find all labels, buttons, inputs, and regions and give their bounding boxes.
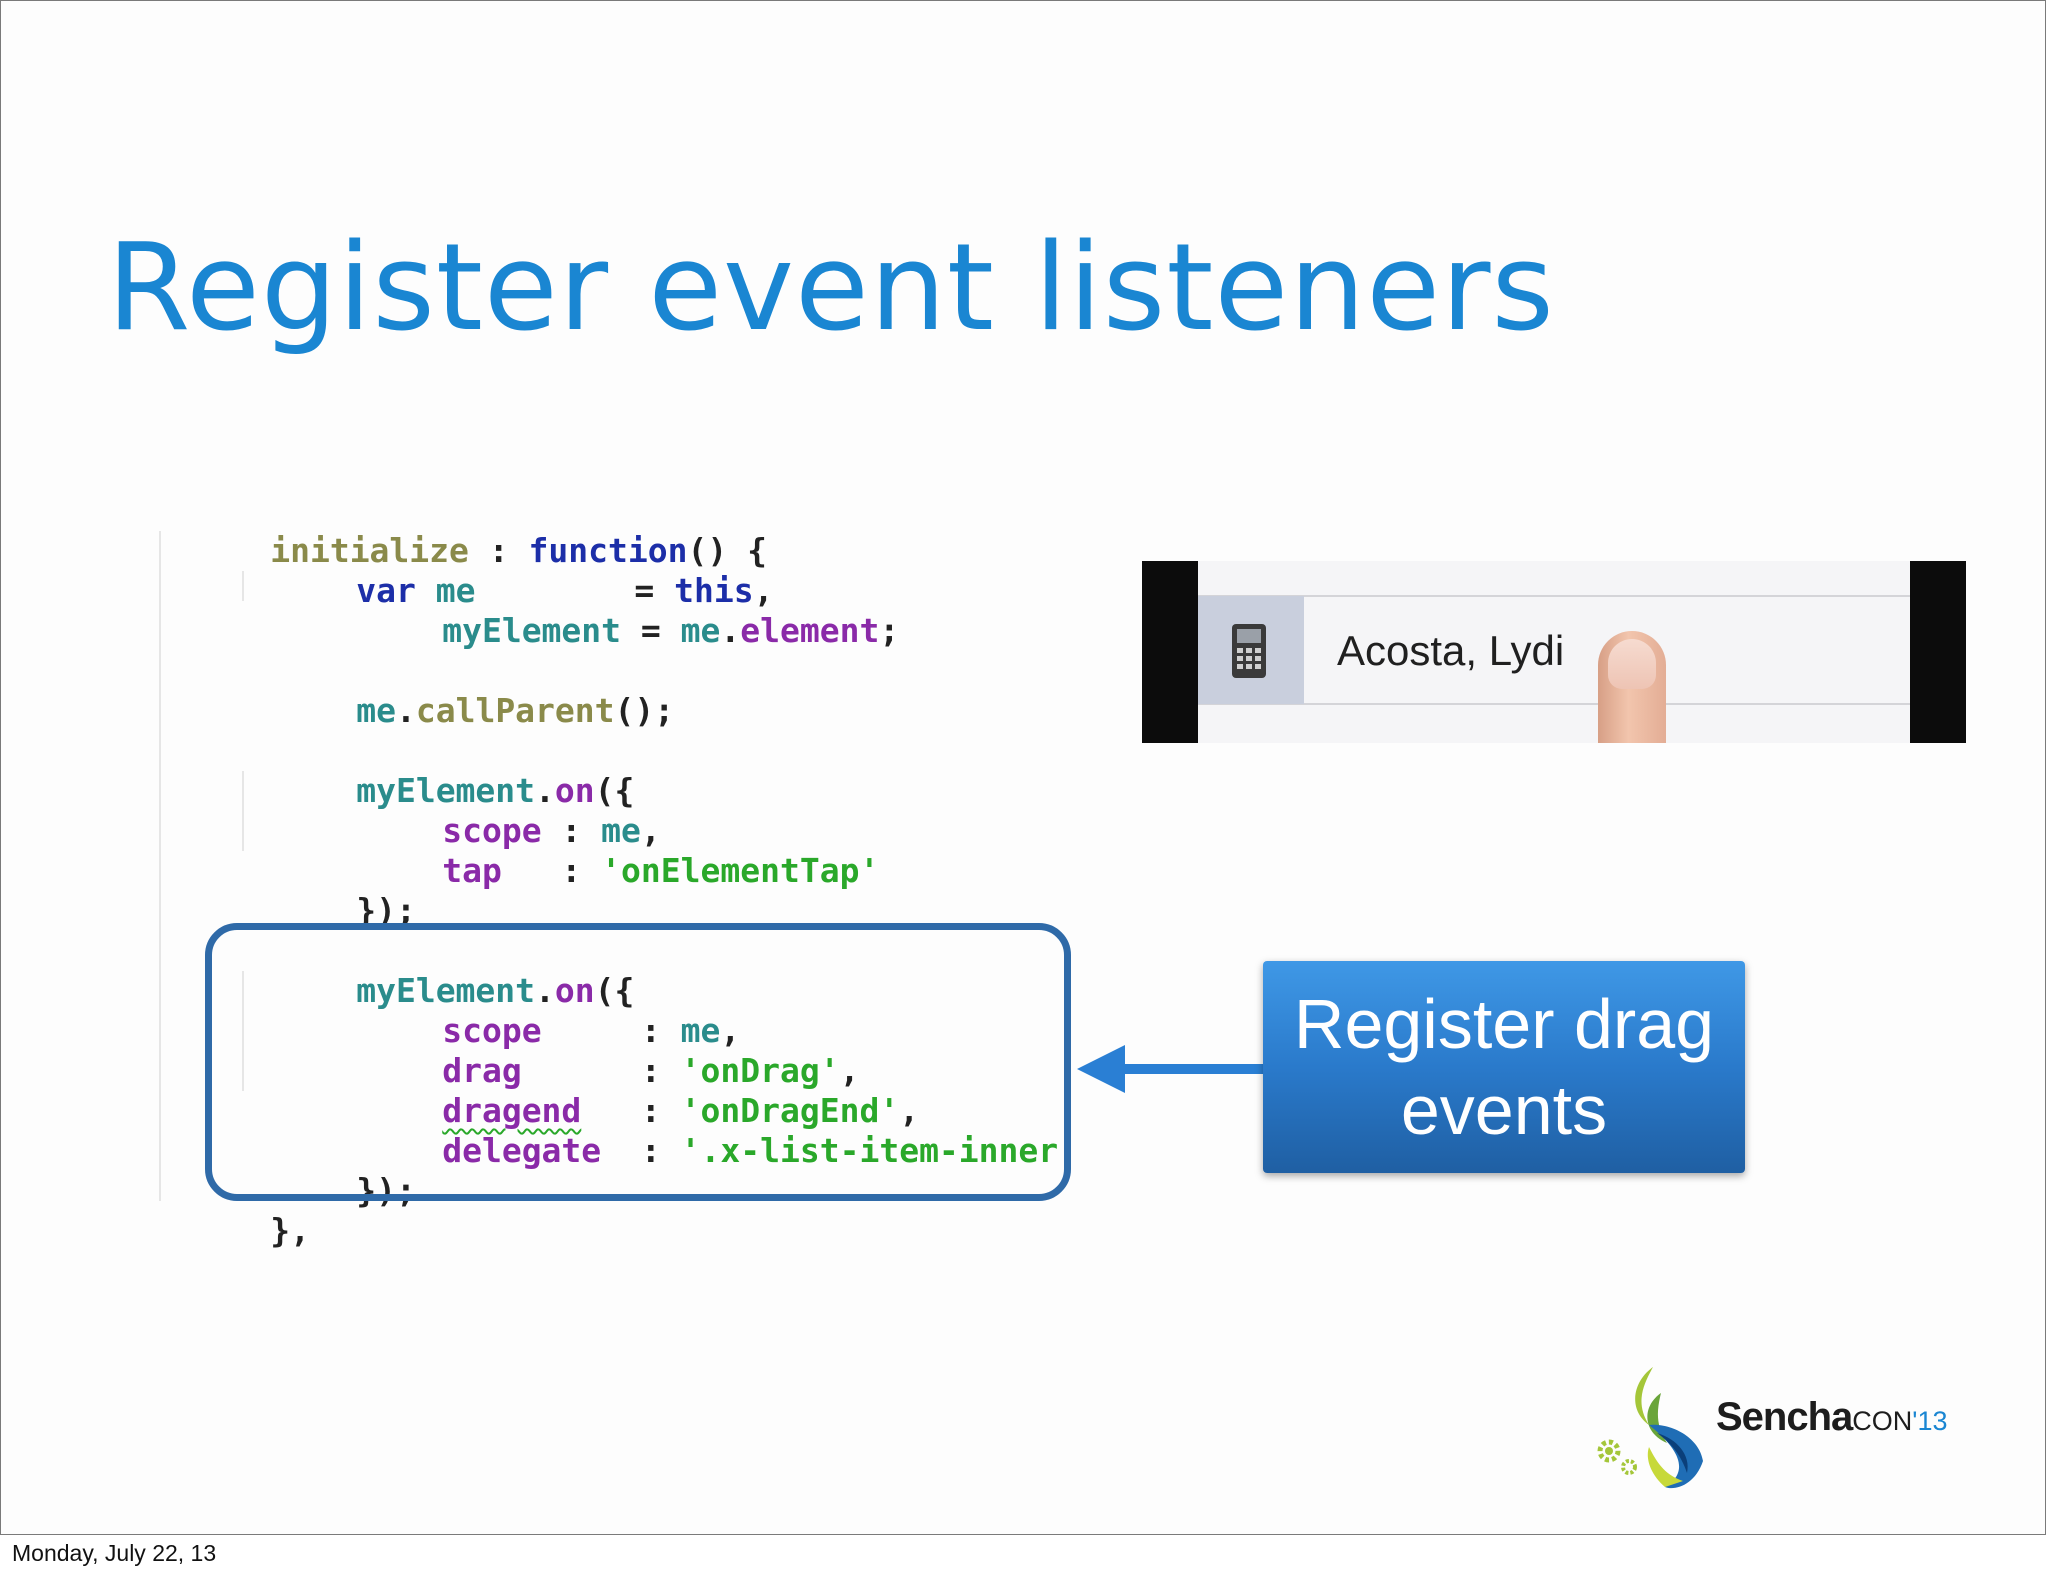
code-token: function [528, 531, 688, 570]
code-token: : [581, 1091, 681, 1130]
code-token: element [740, 611, 880, 650]
code-token: on [554, 971, 595, 1010]
code-token: : [521, 1051, 681, 1090]
code-token: , [720, 1011, 741, 1050]
code-line: myElement.on({ [237, 931, 634, 1010]
code-line: }); [237, 851, 416, 930]
code-line: me.callParent(); [237, 651, 674, 730]
code-token: }); [356, 1171, 416, 1210]
code-token: var [356, 571, 416, 610]
code-token: : [541, 811, 602, 850]
logo-suffix: CON [1852, 1406, 1913, 1436]
code-token: , [753, 571, 774, 610]
code-token: : [601, 1131, 681, 1170]
code-line: initialize : function() { [151, 491, 767, 570]
indent-guide [242, 771, 244, 851]
code-token: drag [442, 1051, 522, 1090]
code-token: dragend [442, 1091, 582, 1130]
code-token: delegate [442, 1131, 602, 1170]
code-token: 'onDrag' [680, 1051, 840, 1090]
code-token: me [680, 611, 721, 650]
code-token: : [541, 1011, 681, 1050]
code-token: . [395, 691, 416, 730]
code-token: me [435, 571, 476, 610]
code-token: }, [270, 1211, 310, 1250]
gear-icon [1597, 1439, 1637, 1475]
code-token: scope [442, 1011, 542, 1050]
indent-guide [242, 971, 244, 1091]
callout-box: Register drag events [1263, 961, 1745, 1173]
arrow-shaft [1119, 1064, 1265, 1074]
code-token: , [640, 811, 661, 850]
code-line: tap : 'onElementTap' [323, 811, 879, 890]
code-line: myElement = me.element; [323, 571, 899, 650]
code-token: me [601, 811, 641, 850]
phone-screenshot: Acosta, Lydi [1142, 561, 1966, 743]
code-line: myElement.on({ [237, 731, 634, 810]
code-token: () { [687, 531, 767, 570]
code-token: myElement [356, 771, 536, 810]
code-token: : [468, 531, 529, 570]
list-separator [1198, 595, 1910, 597]
phone-screen: Acosta, Lydi [1198, 561, 1910, 743]
code-line: scope : me, [323, 771, 661, 850]
code-token: , [839, 1051, 860, 1090]
code-token: on [554, 771, 595, 810]
phone-icon [1232, 624, 1266, 678]
code-line: delegate : '.x-list-item-inner' [323, 1091, 1078, 1170]
logo-brand: Sencha [1716, 1395, 1853, 1439]
code-token: = [475, 571, 675, 610]
code-token: . [720, 611, 741, 650]
indent-guide [242, 571, 244, 601]
code-token: scope [442, 811, 542, 850]
code-line: }); [237, 1131, 416, 1210]
code-token: ({ [594, 971, 635, 1010]
code-token: . [535, 971, 555, 1010]
fingernail-image [1608, 639, 1656, 689]
code-token: this [674, 571, 754, 610]
code-token: (); [614, 691, 675, 730]
code-token: me [356, 691, 396, 730]
slide: Register event listeners initialize : fu… [0, 0, 2046, 1535]
code-token: ; [879, 611, 900, 650]
code-token: callParent [415, 691, 615, 730]
code-token: myElement [442, 611, 622, 650]
code-token: , [899, 1091, 920, 1130]
logo-wordmark: SenchaCON'13 [1716, 1395, 1947, 1440]
footer-date: Monday, July 22, 13 [12, 1540, 217, 1566]
code-line: var me = this, [237, 531, 773, 610]
code-token: 'onDragEnd' [680, 1091, 900, 1130]
code-token: = [621, 611, 681, 650]
callout-text: Register drag events [1293, 985, 1715, 1149]
code-line: scope : me, [323, 971, 740, 1050]
senchacon-logo: SenchaCON'13 [1591, 1363, 1951, 1493]
code-token: initialize [270, 531, 469, 570]
list-item-icon-cell [1198, 596, 1304, 704]
indent-guide [159, 531, 161, 1201]
code-token: : [501, 851, 602, 890]
list-item-label: Acosta, Lydi [1337, 627, 1565, 674]
code-token: tap [442, 851, 502, 890]
code-token: 'onElementTap' [601, 851, 880, 890]
sencha-logo-icon [1635, 1367, 1703, 1489]
code-highlight-box [205, 923, 1071, 1201]
code-token: ({ [594, 771, 635, 810]
code-line: drag : 'onDrag', [323, 1011, 859, 1090]
code-token: myElement [356, 971, 536, 1010]
code-line: dragend : 'onDragEnd', [323, 1051, 919, 1130]
arrow-left-icon [1077, 1045, 1125, 1093]
list-separator [1198, 703, 1910, 705]
code-line: }, [151, 1171, 310, 1250]
code-token: me [680, 1011, 721, 1050]
code-token: '.x-list-item-inner' [680, 1131, 1079, 1170]
logo-year: '13 [1912, 1406, 1948, 1436]
slide-title: Register event listeners [107, 219, 1555, 358]
code-token: . [535, 771, 555, 810]
